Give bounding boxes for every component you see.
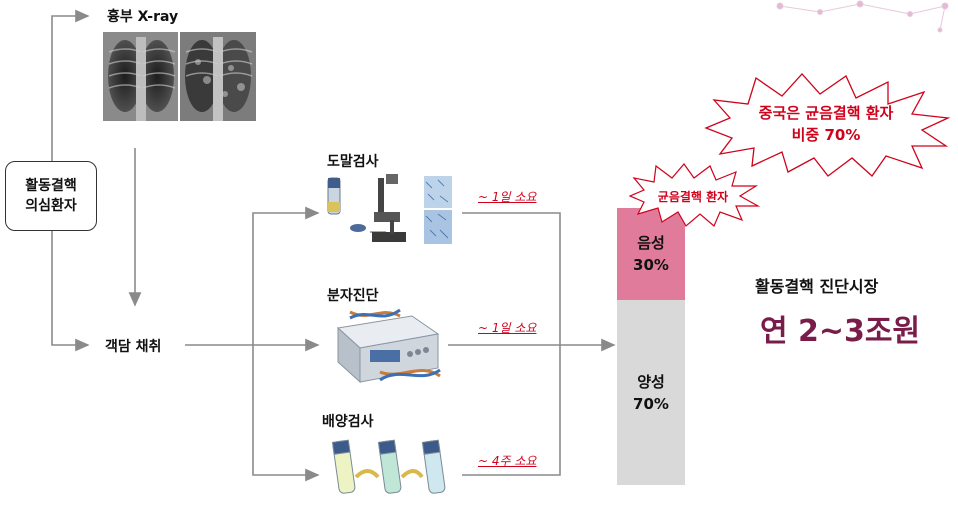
culture-test-label: 배양검사 xyxy=(322,414,374,430)
positive-label: 양성 xyxy=(637,372,665,391)
suspect-line2: 의심환자 xyxy=(25,198,77,214)
suspect-patient-box: 활동결핵 의심환자 xyxy=(5,161,97,231)
sputum-label: 객담 채취 xyxy=(105,339,162,355)
burst-small-text: 균음결핵 환자 xyxy=(658,189,728,204)
negative-bar-segment: 음성 30% xyxy=(617,208,685,300)
smear-duration: ~ 1일 소요 xyxy=(478,190,537,204)
molecular-machine-image xyxy=(336,308,441,384)
burst-big-line1: 중국은 균음결핵 환자 xyxy=(759,104,894,122)
positive-bar-segment: 양성 70% xyxy=(617,300,685,485)
chest-xray-image xyxy=(103,32,256,121)
smear-microscope-image xyxy=(327,174,452,244)
market-title: 활동결핵 진단시장 xyxy=(755,277,879,296)
molecular-test-label: 분자진단 xyxy=(327,288,379,304)
smear-negative-burst: 균음결핵 환자 xyxy=(628,163,761,227)
china-ratio-burst: 중국은 균음결핵 환자 비중 70% xyxy=(704,73,951,177)
xray-label: 흉부 X-ray xyxy=(107,9,179,25)
smear-test-label: 도말검사 xyxy=(327,154,379,170)
suspect-line1: 활동결핵 xyxy=(25,178,77,194)
culture-duration: ~ 4주 소요 xyxy=(478,454,537,468)
negative-value: 30% xyxy=(633,256,669,274)
molecular-duration: ~ 1일 소요 xyxy=(478,321,537,335)
positive-value: 70% xyxy=(633,394,669,413)
market-value: 연 2~3조원 xyxy=(760,314,921,349)
burst-big-line2: 비중 70% xyxy=(792,126,861,144)
molecule-decoration xyxy=(776,0,949,33)
negative-label: 음성 xyxy=(637,234,665,252)
culture-tubes-image xyxy=(331,439,446,494)
